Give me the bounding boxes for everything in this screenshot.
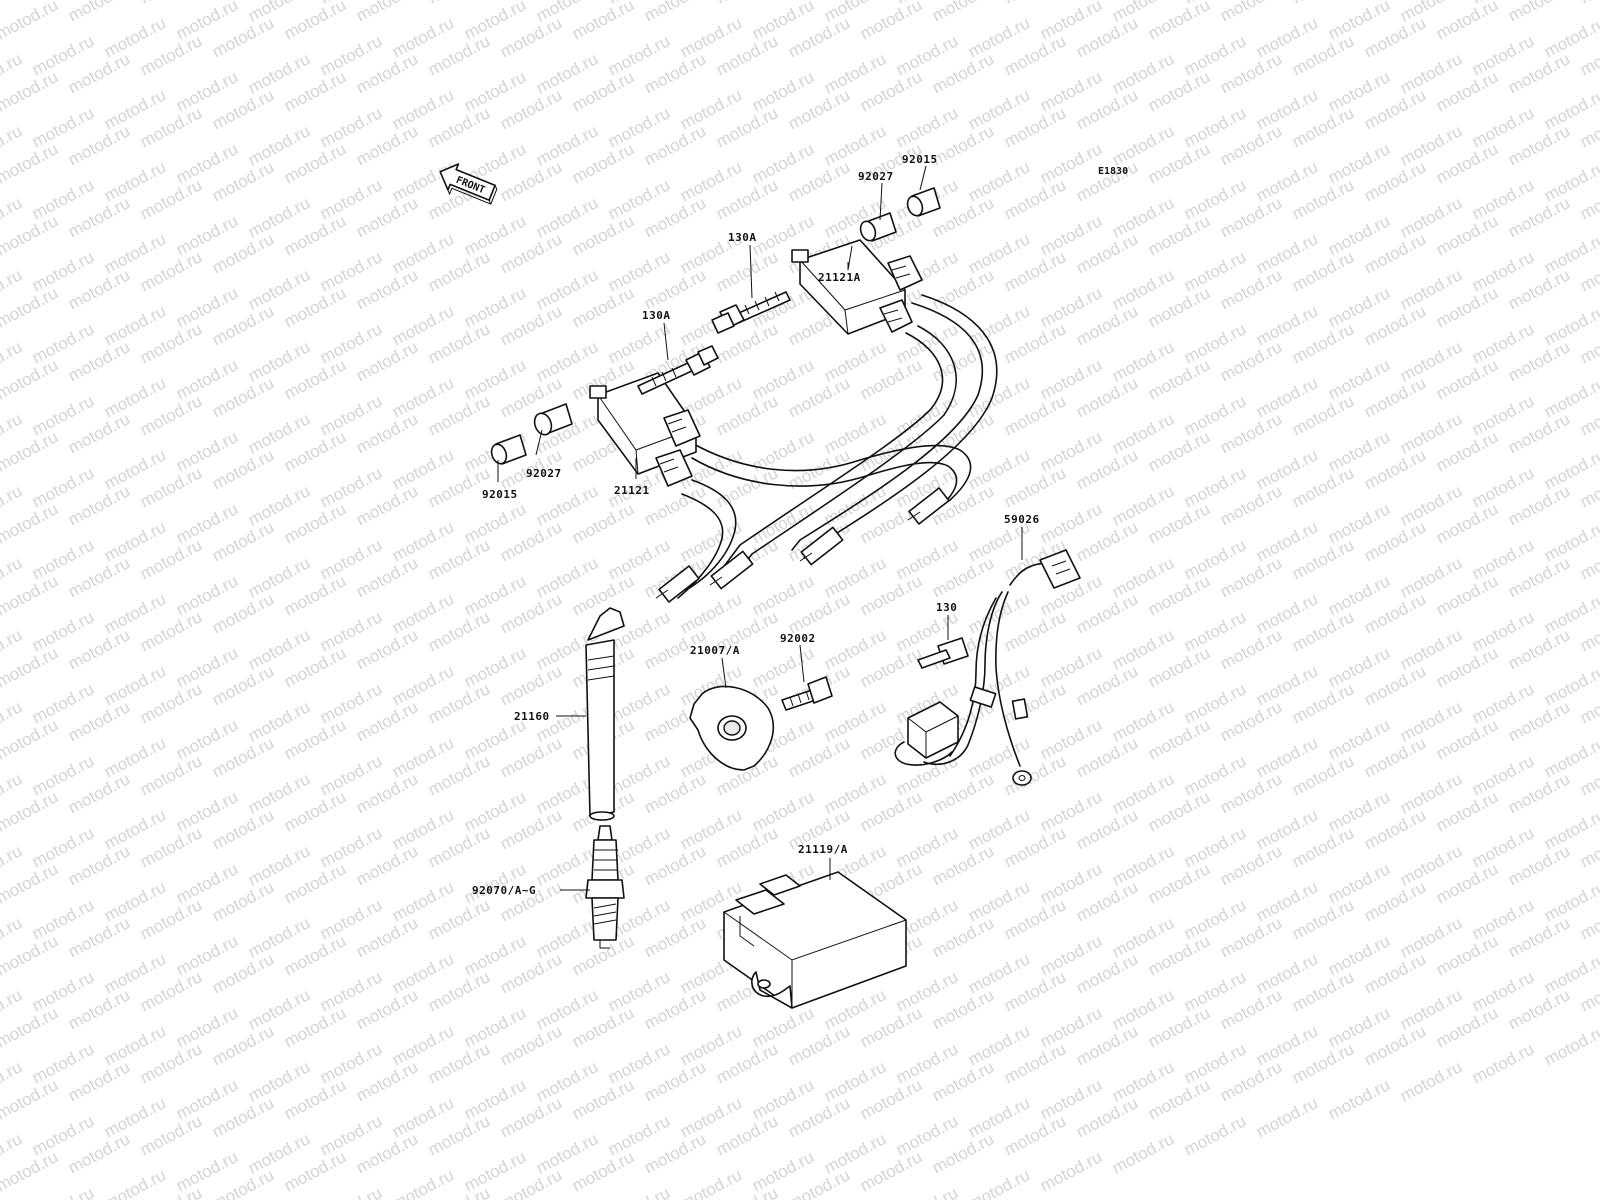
drawing-code: E1830 (1098, 166, 1128, 177)
watermark-text: motod.ru (713, 0, 781, 8)
label-92002: 92002 (780, 632, 816, 645)
watermark-text: motod.ru (0, 0, 25, 8)
watermark-text: motod.ru (893, 1183, 961, 1200)
watermark-text: motod.ru (29, 1183, 97, 1200)
collar-92015-lower (490, 434, 527, 465)
watermark-text: motod.ru (1181, 1111, 1249, 1159)
watermark-text: motod.ru (929, 0, 997, 26)
watermark-text: motod.ru (1217, 0, 1285, 26)
watermark-text: motod.ru (1469, 1039, 1537, 1087)
watermark-text: motod.ru (101, 1165, 169, 1200)
label-130A-lower: 130A (642, 309, 671, 322)
watermark-text: motod.ru (605, 1183, 673, 1200)
label-92015-upper: 92015 (902, 153, 938, 166)
watermark-text: motod.ru (65, 0, 133, 26)
label-21007A: 21007/A (690, 644, 740, 657)
watermark-text: motod.ru (137, 0, 205, 8)
watermark-text: motod.ru (857, 0, 925, 44)
watermark-text: motod.ru (1109, 1129, 1177, 1177)
watermark-text: motod.ru (1433, 0, 1501, 44)
watermark-text: motod.ru (1541, 1021, 1600, 1069)
watermark-text: motod.ru (1325, 1075, 1393, 1123)
watermark-text: motod.ru (1145, 0, 1213, 44)
watermark-text: motod.ru (1001, 0, 1069, 8)
label-92027-upper: 92027 (858, 170, 894, 183)
label-21121: 21121 (614, 484, 650, 497)
watermark-text: motod.ru (1289, 0, 1357, 8)
watermark-text: motod.ru (281, 0, 349, 44)
label-21160: 21160 (514, 710, 550, 723)
watermark-text: motod.ru (1253, 1093, 1321, 1141)
label-92070: 92070/A~G (472, 884, 536, 897)
label-130A-upper: 130A (728, 231, 757, 244)
watermark-text: motod.ru (1397, 1057, 1465, 1105)
watermark-text: motod.ru (0, 0, 61, 44)
label-92027-lower: 92027 (526, 467, 562, 480)
watermark-text: motod.ru (1505, 0, 1573, 26)
watermark-text: motod.ru (1577, 0, 1600, 8)
watermark-text: motod.ru (569, 0, 637, 44)
watermark-text: motod.ru (389, 1165, 457, 1200)
watermark-text: motod.ru (425, 0, 493, 8)
label-59026: 59026 (1004, 513, 1040, 526)
watermark-text: motod.ru (677, 1165, 745, 1200)
label-130: 130 (936, 601, 957, 614)
watermark-text: motod.ru (1037, 1147, 1105, 1195)
label-21119A: 21119/A (798, 843, 848, 856)
label-21121A: 21121A (818, 271, 861, 284)
watermark-text: motod.ru (317, 1183, 385, 1200)
watermark-text: motod.ru (965, 1165, 1033, 1200)
label-92015-lower: 92015 (482, 488, 518, 501)
watermark-text: motod.ru (353, 0, 421, 26)
watermark-text: motod.ru (641, 0, 709, 26)
